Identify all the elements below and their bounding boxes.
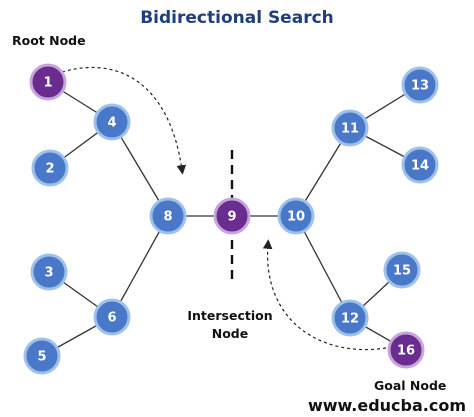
node-circle bbox=[331, 299, 369, 337]
node-6: 6 bbox=[93, 298, 131, 336]
intersection-node-label: Intersection Node bbox=[175, 307, 285, 343]
node-9: 9 bbox=[213, 197, 251, 235]
node-circle bbox=[29, 63, 67, 101]
node-circle bbox=[383, 251, 421, 289]
node-circle bbox=[213, 197, 251, 235]
node-label: 5 bbox=[37, 350, 46, 365]
node-circle bbox=[23, 337, 61, 375]
forward-search-arrow bbox=[61, 66, 187, 175]
node-label: 12 bbox=[341, 312, 359, 327]
node-circle bbox=[387, 331, 425, 369]
node-3: 3 bbox=[30, 253, 68, 291]
node-2: 2 bbox=[31, 149, 69, 187]
node-5: 5 bbox=[23, 337, 61, 375]
diagram-title: Bidirectional Search bbox=[140, 8, 334, 28]
node-label: 8 bbox=[163, 210, 172, 225]
edge-10-12 bbox=[295, 215, 351, 319]
node-1: 1 bbox=[29, 63, 67, 101]
node-16: 16 bbox=[387, 331, 425, 369]
node-label: 2 bbox=[45, 162, 54, 177]
node-circle bbox=[401, 66, 439, 104]
node-label: 11 bbox=[341, 122, 359, 137]
node-circle bbox=[93, 298, 131, 336]
node-circle bbox=[401, 146, 439, 184]
node-circle bbox=[93, 103, 131, 141]
node-circle bbox=[331, 109, 369, 147]
node-circle bbox=[30, 253, 68, 291]
node-label: 13 bbox=[411, 79, 429, 94]
node-circle bbox=[31, 149, 69, 187]
watermark-text: www.educba.com bbox=[307, 396, 466, 415]
node-label: 14 bbox=[411, 159, 429, 174]
node-label: 9 bbox=[227, 210, 236, 225]
backward-search-arrow bbox=[262, 239, 387, 351]
node-circle bbox=[277, 197, 315, 235]
node-8: 8 bbox=[149, 197, 187, 235]
node-12: 12 bbox=[331, 299, 369, 337]
node-circle bbox=[149, 197, 187, 235]
node-label: 15 bbox=[393, 264, 411, 279]
node-10: 10 bbox=[277, 197, 315, 235]
node-label: 6 bbox=[107, 311, 116, 326]
node-label: 3 bbox=[44, 266, 53, 281]
goal-node-label: Goal Node bbox=[374, 378, 447, 393]
node-label: 4 bbox=[107, 116, 116, 131]
node-14: 14 bbox=[401, 146, 439, 184]
node-11: 11 bbox=[331, 109, 369, 147]
intersection-label-line2: Node bbox=[211, 326, 249, 341]
edge-8-6 bbox=[111, 215, 169, 318]
node-label: 10 bbox=[287, 210, 305, 225]
node-15: 15 bbox=[383, 251, 421, 289]
node-4: 4 bbox=[93, 103, 131, 141]
node-label: 1 bbox=[43, 76, 52, 91]
root-node-label: Root Node bbox=[12, 33, 86, 48]
node-13: 13 bbox=[401, 66, 439, 104]
intersection-label-line1: Intersection bbox=[187, 308, 273, 323]
node-label: 16 bbox=[397, 344, 415, 359]
